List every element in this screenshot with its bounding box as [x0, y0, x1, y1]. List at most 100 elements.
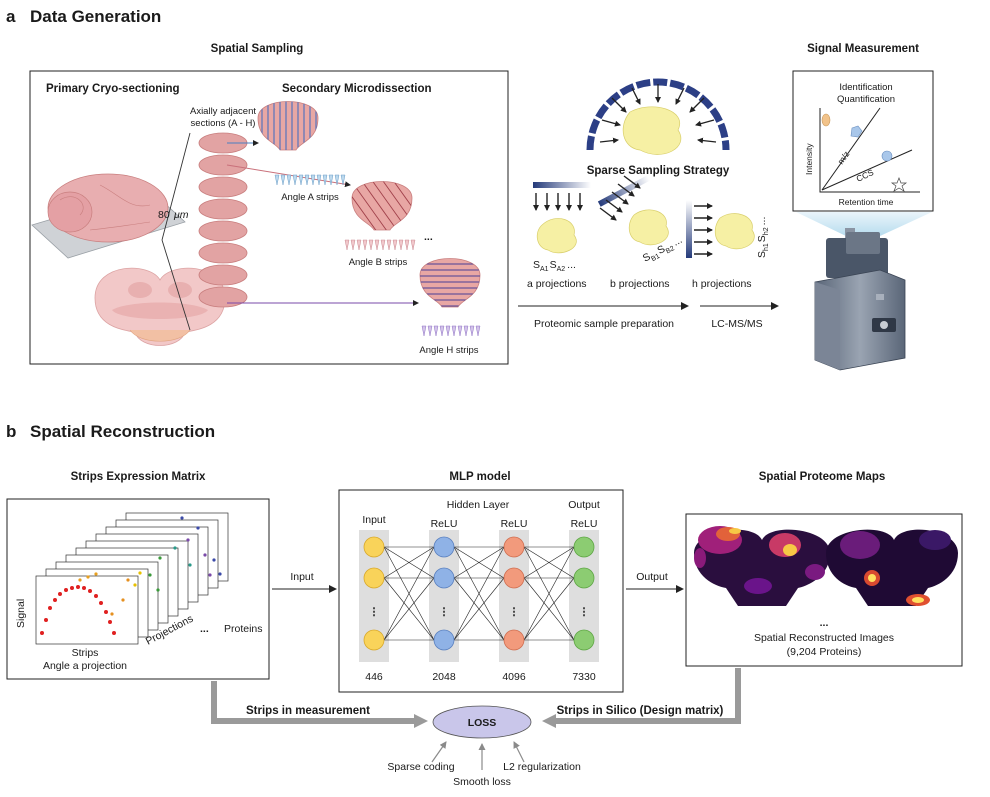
relu-3: ReLU — [571, 518, 598, 530]
section-angle-a — [257, 101, 319, 151]
svg-text:SA1SA2...: SA1SA2... — [533, 259, 576, 273]
vdots-4: ⋮ — [579, 606, 590, 618]
ms-beam — [796, 212, 932, 236]
sparse-dome — [586, 78, 730, 155]
signal-star — [890, 177, 908, 192]
tube-row-b — [344, 239, 416, 251]
size-hidden1: 2048 — [432, 671, 456, 683]
matrix-proteins-label: Proteins — [224, 623, 263, 635]
signal-oval — [821, 113, 831, 127]
axial-label-line1: Axially adjacent — [190, 106, 256, 117]
sparse-title: Sparse Sampling Strategy — [587, 165, 730, 177]
vdots-3: ⋮ — [509, 606, 520, 618]
mlp-input-nodes — [363, 536, 385, 651]
size-input: 446 — [365, 671, 383, 683]
axial-label-line2: sections (A - H) — [191, 118, 256, 129]
matrix-dots: ... — [200, 623, 209, 635]
bracket-line-bottom — [161, 239, 191, 331]
panel-b-letter: b — [6, 422, 16, 441]
h-projection-group: Sh1Sh2... — [686, 200, 770, 258]
input-arrow-label: Input — [290, 571, 313, 583]
l2-label: L2 regularization — [503, 761, 581, 773]
maps-line1: Spatial Reconstructed Images — [754, 632, 894, 644]
loss-ellipse — [432, 705, 532, 739]
maps-dots: ... — [820, 617, 829, 629]
proteome-map-images — [694, 526, 958, 606]
loss-right-arrow — [542, 668, 741, 728]
h-projections-label: h projections — [692, 278, 752, 290]
svg-text:80: 80 — [158, 209, 170, 221]
matrix-strips-label: Strips — [72, 647, 99, 659]
a-projection-group: SA1SA2... — [533, 182, 591, 273]
signal-pentagon — [850, 125, 863, 138]
signal-axes — [819, 107, 920, 193]
lcms-label: LC-MS/MS — [711, 318, 762, 330]
b-projections-label: b projections — [610, 278, 670, 290]
maps-line2: (9,204 Proteins) — [787, 646, 862, 658]
svg-text:μm: μm — [173, 209, 189, 221]
matrix-stack — [35, 512, 229, 645]
tube-row-a — [274, 174, 346, 186]
matrix-signal-label: Signal — [15, 599, 27, 628]
b-projection-group: SB1SB2... — [597, 175, 684, 265]
spatial-sampling-box — [29, 70, 509, 365]
smooth-loss-label: Smooth loss — [453, 776, 511, 788]
relu-2: ReLU — [501, 518, 528, 530]
signal-line1: Identification — [839, 82, 892, 93]
mlp-hidden2-nodes — [503, 536, 525, 651]
section-angle-b — [351, 181, 413, 231]
primary-title: Primary Cryo-sectioning — [46, 83, 180, 95]
tube-row-h — [421, 325, 481, 337]
output-arrow-label: Output — [636, 571, 668, 583]
matrix-angle-label: Angle a projection — [43, 660, 127, 672]
bracket-line-top — [161, 132, 191, 241]
loss-right-label: Strips in Silico (Design matrix) — [557, 705, 724, 717]
panel-a-letter: a — [6, 7, 16, 26]
maps-title: Spatial Proteome Maps — [759, 471, 886, 483]
size-hidden2: 4096 — [502, 671, 526, 683]
matrix-title: Strips Expression Matrix — [71, 471, 206, 483]
mlp-connections — [383, 546, 575, 641]
prep-label: Proteomic sample preparation — [534, 318, 674, 330]
mass-spec-instrument — [814, 228, 906, 371]
signal-title: Signal Measurement — [807, 43, 919, 55]
svg-text:Sh1Sh2...: Sh1Sh2... — [756, 217, 770, 258]
l2-arrow — [513, 741, 525, 763]
intensity-label: Intensity — [804, 143, 814, 175]
vdots-1: ⋮ — [369, 606, 380, 618]
loss-left-label: Strips in measurement — [246, 705, 370, 717]
section-ellipsis: ... — [424, 231, 433, 243]
mlp-hidden1-nodes — [433, 536, 455, 651]
loss-label: LOSS — [468, 717, 497, 729]
coronal-section-illustration — [94, 267, 226, 346]
output-header: Output — [568, 499, 600, 511]
vdots-2: ⋮ — [439, 606, 450, 618]
spatial-sampling-title: Spatial Sampling — [211, 43, 304, 55]
input-header: Input — [362, 514, 385, 526]
panel-b-title: Spatial Reconstruction — [30, 422, 215, 441]
matrix-front-curve — [40, 585, 116, 635]
sparse-coding-label: Sparse coding — [387, 761, 454, 773]
thickness-label: 80 μm — [158, 209, 189, 221]
panel-a-title: Data Generation — [30, 7, 161, 26]
signal-box — [792, 70, 934, 212]
sparse-coding-arrow — [431, 741, 447, 763]
matrix-back-dots — [78, 516, 222, 616]
brain-slab-illustration — [31, 173, 186, 259]
signal-line2: Quantification — [837, 94, 895, 105]
section-angle-h — [419, 258, 481, 308]
angle-a-label: Angle A strips — [281, 192, 339, 203]
size-output: 7330 — [572, 671, 596, 683]
angle-b-label: Angle B strips — [349, 257, 408, 268]
retention-label: Retention time — [839, 197, 894, 207]
loss-left-arrow — [211, 681, 428, 728]
hidden-layer-label: Hidden Layer — [447, 499, 510, 511]
mlp-title: MLP model — [449, 471, 510, 483]
secondary-title: Secondary Microdissection — [282, 83, 432, 95]
signal-blob — [881, 150, 893, 162]
angle-h-label: Angle H strips — [419, 345, 478, 356]
section-stack — [198, 132, 248, 308]
mlp-output-nodes — [573, 536, 595, 651]
